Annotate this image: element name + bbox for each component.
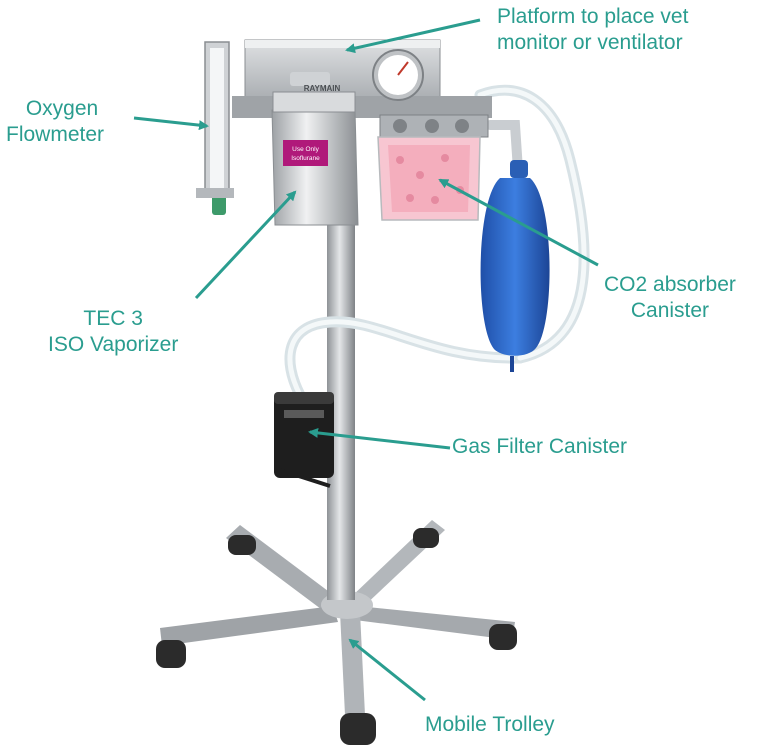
mobile-trolley	[156, 520, 517, 745]
label-platform-line1: Platform to place vet	[497, 5, 689, 28]
caster-wheel	[413, 528, 439, 548]
rebreathing-bag	[480, 160, 550, 372]
label-absorber-line1: CO2 absorber	[604, 273, 736, 296]
callout-arrows	[133, 18, 599, 702]
label-platform-line2: monitor or ventilator	[497, 31, 683, 54]
label-filter: Gas Filter Canister	[452, 434, 627, 460]
brand-text: RAYMAIN	[304, 84, 341, 93]
label-trolley: Mobile Trolley	[425, 712, 555, 738]
caster-wheel	[228, 535, 256, 555]
label-vaporizer-line1: TEC 3	[83, 307, 143, 330]
arrow-flowmeter	[133, 116, 209, 131]
arrow-absorber	[438, 178, 599, 267]
label-flowmeter: Oxygen Flowmeter	[6, 96, 104, 148]
label-absorber: CO2 absorber Canister	[604, 272, 736, 324]
caster-wheel	[489, 624, 517, 650]
label-trolley-line1: Mobile Trolley	[425, 713, 555, 736]
label-vaporizer: TEC 3 ISO Vaporizer	[48, 306, 178, 358]
label-flowmeter-line1: Oxygen	[25, 97, 99, 120]
arrow-filter	[308, 427, 451, 450]
caster-wheel	[156, 640, 186, 668]
co2-absorber-canister	[377, 114, 489, 221]
label-filter-line1: Gas Filter Canister	[452, 435, 628, 458]
breathing-tubing	[284, 84, 590, 401]
label-platform: Platform to place vet monitor or ventila…	[497, 4, 688, 56]
caster-wheel	[340, 713, 376, 745]
label-vaporizer-line2: ISO Vaporizer	[48, 333, 179, 356]
monitor-platform	[232, 39, 492, 118]
arrow-platform	[345, 18, 481, 54]
vaporizer-tag-line2: Isoflurane	[291, 155, 320, 162]
arrow-trolley	[348, 638, 426, 702]
label-flowmeter-line2: Flowmeter	[6, 123, 105, 146]
vaporizer-tag-line1: Use Only	[292, 146, 319, 153]
label-absorber-line2: Canister	[630, 299, 710, 322]
pressure-gauge	[372, 49, 424, 101]
gas-filter-canister	[274, 392, 334, 488]
oxygen-flowmeter	[196, 41, 234, 215]
arrow-vaporizer	[194, 190, 297, 300]
